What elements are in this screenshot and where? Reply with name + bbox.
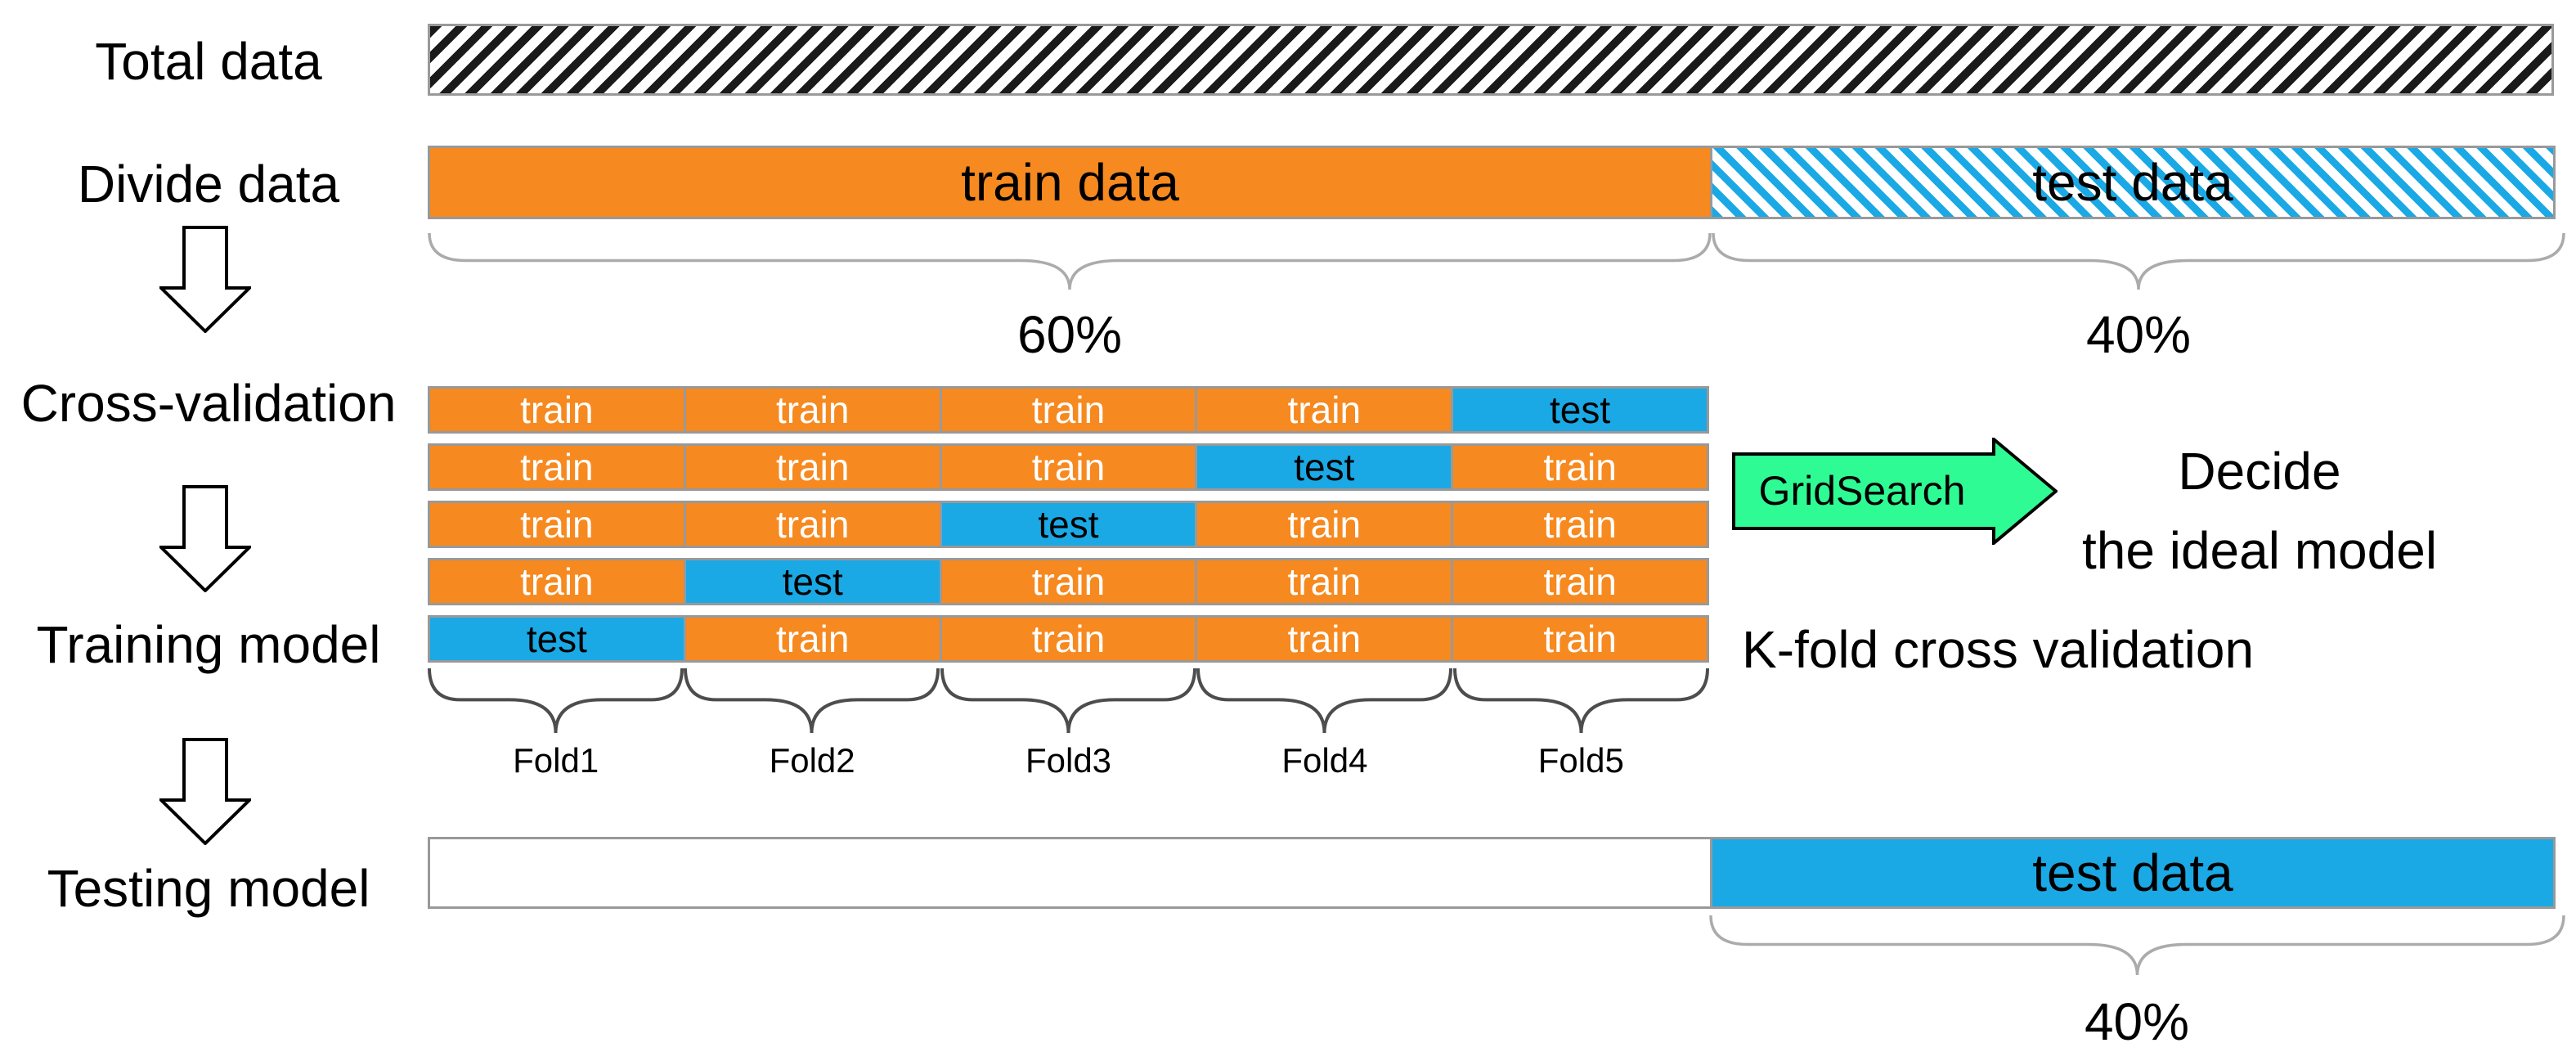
down-arrow-icon bbox=[159, 738, 251, 845]
test-data-segment: test data bbox=[1710, 148, 2553, 217]
cv-cell-r1c3: train bbox=[939, 389, 1196, 431]
train-percent-label: 60% bbox=[1016, 305, 1123, 364]
brace-fold-3 bbox=[940, 668, 1196, 734]
brace-train-60pct bbox=[428, 232, 1712, 290]
cv-cell-r3c2: train bbox=[683, 503, 940, 546]
cv-cell-r5c1: test bbox=[430, 618, 684, 660]
cv-cell-r2c4: test bbox=[1195, 446, 1452, 488]
testing-train-empty-segment bbox=[430, 839, 1710, 906]
cv-cell-r2c5: train bbox=[1451, 446, 1707, 488]
test-percent-label: 40% bbox=[2085, 305, 2192, 364]
gridsearch-label: GridSearch bbox=[1758, 468, 1966, 514]
decide-line1: Decide bbox=[2178, 442, 2341, 501]
brace-test-40pct bbox=[1712, 232, 2565, 290]
fold-label-4: Fold4 bbox=[1281, 741, 1368, 780]
fold-label-2: Fold2 bbox=[769, 741, 855, 780]
fold-label-3: Fold3 bbox=[1025, 741, 1112, 780]
label-cross-validation: Cross-validation bbox=[20, 374, 397, 433]
decide-ideal-model-text: Decide the ideal model bbox=[2028, 432, 2491, 591]
cv-cell-r1c1: train bbox=[430, 389, 684, 431]
brace-test-40pct-bottom bbox=[1709, 915, 2565, 976]
cv-cell-r3c1: train bbox=[430, 503, 684, 546]
brace-fold-1 bbox=[428, 668, 684, 734]
down-arrow-icon bbox=[159, 226, 251, 333]
cv-cell-r4c2: test bbox=[683, 560, 940, 603]
cv-cell-r4c4: train bbox=[1195, 560, 1452, 603]
cv-cell-r2c2: train bbox=[683, 446, 940, 488]
brace-fold-4 bbox=[1196, 668, 1453, 734]
cv-cell-r5c2: train bbox=[683, 618, 940, 660]
label-testing-model: Testing model bbox=[47, 859, 370, 918]
label-divide-data: Divide data bbox=[77, 155, 340, 214]
fold-label-1: Fold1 bbox=[513, 741, 599, 780]
cv-cell-r2c1: train bbox=[430, 446, 684, 488]
cv-cell-r1c2: train bbox=[683, 389, 940, 431]
label-total-data: Total data bbox=[95, 32, 322, 91]
cv-cell-r3c4: train bbox=[1195, 503, 1452, 546]
cv-cell-r3c5: train bbox=[1451, 503, 1707, 546]
cv-cell-r4c3: train bbox=[939, 560, 1196, 603]
testing-test-segment: test data bbox=[1710, 839, 2553, 906]
total-data-bar bbox=[428, 24, 2554, 96]
cv-cell-r5c4: train bbox=[1195, 618, 1452, 660]
gridsearch-arrow-icon bbox=[1732, 438, 2058, 545]
cv-cell-r1c4: train bbox=[1195, 389, 1452, 431]
fold-label-5: Fold5 bbox=[1537, 741, 1624, 780]
label-training-model: Training model bbox=[36, 615, 381, 674]
cv-cell-r4c5: train bbox=[1451, 560, 1707, 603]
cv-cell-r2c3: train bbox=[939, 446, 1196, 488]
cv-cell-r3c3: test bbox=[939, 503, 1196, 546]
down-arrow-icon bbox=[159, 485, 251, 592]
testing-percent-label: 40% bbox=[2084, 992, 2190, 1051]
kfold-caption: K-fold cross validation bbox=[1742, 620, 2255, 679]
divide-data-bar: train data test data bbox=[428, 146, 2556, 219]
cv-cell-r4c1: train bbox=[430, 560, 684, 603]
cv-cell-r1c5: test bbox=[1451, 389, 1707, 431]
brace-fold-2 bbox=[684, 668, 940, 734]
train-data-segment: train data bbox=[430, 148, 1710, 217]
decide-line2: the ideal model bbox=[2081, 521, 2438, 580]
cv-cell-r5c3: train bbox=[939, 618, 1196, 660]
testing-model-bar: test data bbox=[428, 837, 2556, 909]
brace-fold-5 bbox=[1452, 668, 1709, 734]
cv-cell-r5c5: train bbox=[1451, 618, 1707, 660]
